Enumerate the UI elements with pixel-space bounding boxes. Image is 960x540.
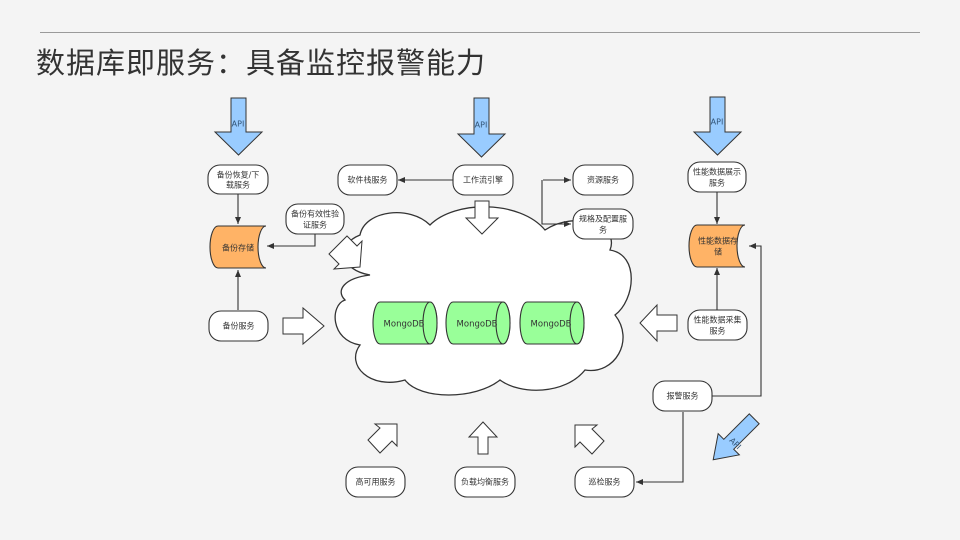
node-alarm-service[interactable]: 报警服务 <box>652 380 713 412</box>
svg-text:备份恢复/下: 备份恢复/下 <box>217 170 260 180</box>
slide-title: 数据库即服务：具备监控报警能力 <box>36 46 487 80</box>
connector-alarm-to-perfstorage <box>711 243 762 397</box>
svg-text:报警服务: 报警服务 <box>667 391 699 401</box>
connector-alarm-to-inspection <box>636 412 684 485</box>
node-software-stack[interactable]: 软件栈服务 <box>337 164 398 196</box>
svg-text:规格及配置服: 规格及配置服 <box>579 214 627 224</box>
node-perf-display[interactable]: 性能数据展示 服务 <box>687 161 747 193</box>
title-divider <box>40 32 920 33</box>
svg-text:软件栈服务: 软件栈服务 <box>348 175 388 185</box>
mongodb-label: MongoDB <box>457 320 498 330</box>
svg-text:资源服务: 资源服务 <box>587 175 619 185</box>
mongodb-label: MongoDB <box>384 320 425 330</box>
node-spec-config[interactable]: 规格及配置服 务 <box>572 208 634 240</box>
svg-text:性能数据存: 性能数据存 <box>698 236 738 246</box>
mongodb-label: MongoDB <box>531 320 572 330</box>
arrow-inspection-to-cloud <box>574 424 605 455</box>
node-high-availability[interactable]: 高可用服务 <box>345 466 406 498</box>
arrow-lb-to-cloud <box>467 421 499 455</box>
arrow-backup-to-cloud <box>282 306 325 346</box>
arrow-verify-to-cloud <box>328 235 363 270</box>
mongodb-node[interactable]: MongoDB <box>372 301 438 345</box>
svg-text:高可用服务: 高可用服务 <box>356 477 396 487</box>
svg-text:证服务: 证服务 <box>303 220 327 230</box>
arrow-workflow-to-cloud <box>464 200 500 235</box>
api-label: API <box>475 121 488 130</box>
svg-text:负载均衡服务: 负载均衡服务 <box>461 477 509 487</box>
node-workflow-engine[interactable]: 工作流引擎 <box>452 164 514 196</box>
arrow-collect-to-cloud <box>639 303 678 343</box>
api-label: API <box>711 118 724 127</box>
svg-text:服务: 服务 <box>710 326 726 336</box>
node-load-balance[interactable]: 负载均衡服务 <box>454 466 516 498</box>
svg-text:储: 储 <box>714 247 722 257</box>
connector-workflow-to-spec <box>541 180 571 227</box>
svg-text:备份有效性验: 备份有效性验 <box>291 209 339 219</box>
svg-text:务: 务 <box>599 225 607 235</box>
node-backup-restore[interactable]: 备份恢复/下 载服务 <box>207 164 269 195</box>
svg-text:服务: 服务 <box>709 178 725 188</box>
svg-text:巡检服务: 巡检服务 <box>589 477 621 487</box>
node-backup-service[interactable]: 备份服务 <box>208 310 269 342</box>
mongodb-node[interactable]: MongoDB <box>519 301 585 345</box>
api-label: API <box>232 120 245 129</box>
arrow-ha-to-cloud <box>367 423 398 454</box>
svg-text:性能数据展示: 性能数据展示 <box>693 167 741 177</box>
node-backup-verify[interactable]: 备份有效性验 证服务 <box>285 203 345 235</box>
cloud-shape <box>334 206 632 396</box>
svg-text:载服务: 载服务 <box>226 180 250 190</box>
node-perf-collect[interactable]: 性能数据采集 服务 <box>687 309 748 341</box>
api-arrow-workflow: API <box>456 97 507 158</box>
mongodb-cluster: MongoDB MongoDB MongoDB <box>372 301 585 345</box>
svg-text:性能数据采集: 性能数据采集 <box>694 315 742 325</box>
svg-text:备份存储: 备份存储 <box>222 243 254 253</box>
api-arrow-perf: API <box>692 96 743 156</box>
svg-text:备份服务: 备份服务 <box>223 321 255 331</box>
node-resource-service[interactable]: 资源服务 <box>572 164 634 196</box>
api-arrow-alarm: API <box>712 413 760 461</box>
svg-text:工作流引擎: 工作流引擎 <box>463 175 503 185</box>
mongodb-node[interactable]: MongoDB <box>445 301 511 345</box>
api-arrow-backup: API <box>213 97 264 156</box>
node-perf-storage[interactable]: 性能数据存 储 <box>688 224 746 268</box>
connectors <box>235 177 762 485</box>
node-inspection[interactable]: 巡检服务 <box>574 466 635 498</box>
cloud-cluster <box>334 206 632 396</box>
connector-verify-to-storage <box>267 234 316 249</box>
node-backup-storage[interactable]: 备份存储 <box>209 225 267 269</box>
